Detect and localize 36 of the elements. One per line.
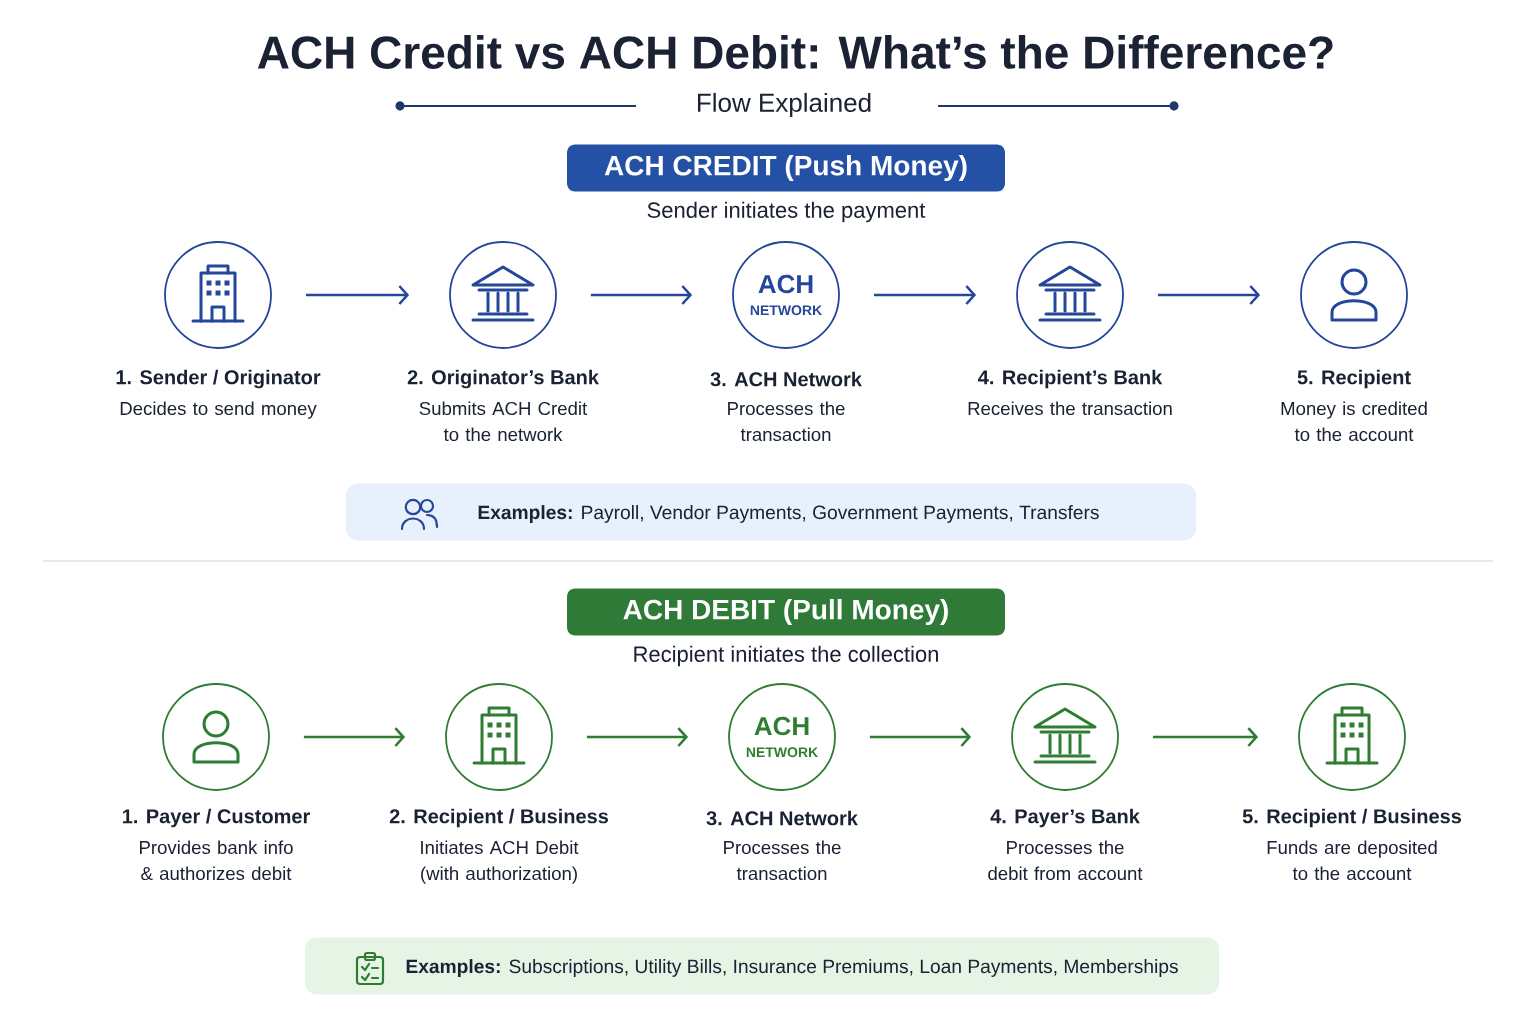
step-title: 4. Payer’s Bank [990,808,1140,828]
section-banner: ACH CREDIT (Push Money) [567,144,1005,192]
title: ACH Credit vs ACH Debit: What’s the Difference? [257,35,1333,69]
step-title: 4. Recipient’s Bank [978,369,1163,389]
arrow [303,727,406,747]
step-description: Funds are deposited to the account [1267,840,1437,881]
step-title: 3. ACH Network [710,371,862,387]
step-title: 5. Recipient [1297,369,1411,389]
step-title: 1. Payer / Customer [122,808,310,828]
arrow [1152,727,1259,747]
arrow [873,285,977,305]
arrow [305,285,410,305]
step-description: Submits ACH Credit to the network [419,401,588,442]
arrow [590,285,693,305]
examples-band: Examples: Payroll, Vendor Payments, Government Payments, Transfers [346,483,1196,541]
section-subtitle: Recipient initiates the collection [634,645,938,667]
step-description: Provides bank info & authorizes debit [140,840,293,881]
step-title: 1. Sender / Originator [116,369,321,389]
arrow [586,727,689,747]
arrow [1157,285,1261,305]
step-description: Processes the transaction [728,401,845,442]
step-description: Money is credited to the account [1281,401,1427,442]
subtitle: Flow Explained [698,92,871,118]
step-title: 2. Recipient / Business [389,808,609,828]
step-description: Receives the transaction [968,401,1172,416]
step-title: 5. Recipient / Business [1242,808,1462,828]
step-description: Initiates ACH Debit (with authorization) [421,840,579,884]
step-description: Processes the transaction [724,840,841,881]
examples-band: Examples: Subscriptions, Utility Bills, Insurance Premiums, Loan Payments, Memberships [305,937,1219,995]
step-description: Processes the debit from account [988,840,1143,881]
step-title: 3. ACH Network [706,810,858,826]
step-title: 2. Originator’s Bank [407,369,599,389]
section-banner: ACH DEBIT (Pull Money) [567,588,1005,636]
arrow [869,727,972,747]
step-description: Decides to send money [120,401,317,419]
section-subtitle: Sender initiates the payment [647,201,926,223]
